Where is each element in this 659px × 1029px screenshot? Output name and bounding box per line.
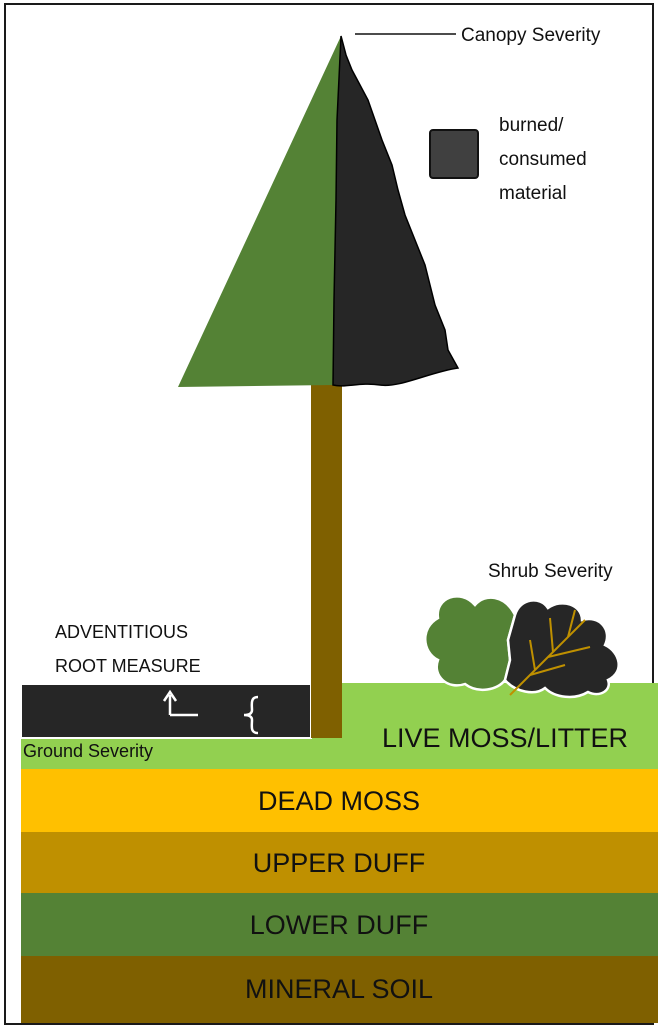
tree-trunk xyxy=(311,385,342,738)
shrub-severity-label: Shrub Severity xyxy=(488,561,613,582)
shrub-green xyxy=(425,596,515,689)
legend-label-line2: consumed xyxy=(499,149,587,170)
dead-moss-label: DEAD MOSS xyxy=(258,786,420,816)
burned-ground-area xyxy=(21,684,311,738)
legend-swatch-burned xyxy=(430,130,478,178)
adventitious-label-line2: ROOT MEASURE xyxy=(55,656,201,676)
lower-duff-label: LOWER DUFF xyxy=(250,910,429,940)
adventitious-label-line1: ADVENTITIOUS xyxy=(55,622,188,642)
ground-severity-label: Ground Severity xyxy=(23,741,153,761)
mineral-soil-label: MINERAL SOIL xyxy=(245,974,433,1004)
legend-label-line1: burned/ xyxy=(499,115,564,136)
live-moss-litter-label: LIVE MOSS/LITTER xyxy=(382,723,628,753)
upper-duff-label: UPPER DUFF xyxy=(253,848,426,878)
legend-label-line3: material xyxy=(499,183,567,204)
tree-canopy-green xyxy=(178,36,341,387)
tree-canopy-burned xyxy=(333,36,458,386)
canopy-severity-label: Canopy Severity xyxy=(461,25,601,46)
